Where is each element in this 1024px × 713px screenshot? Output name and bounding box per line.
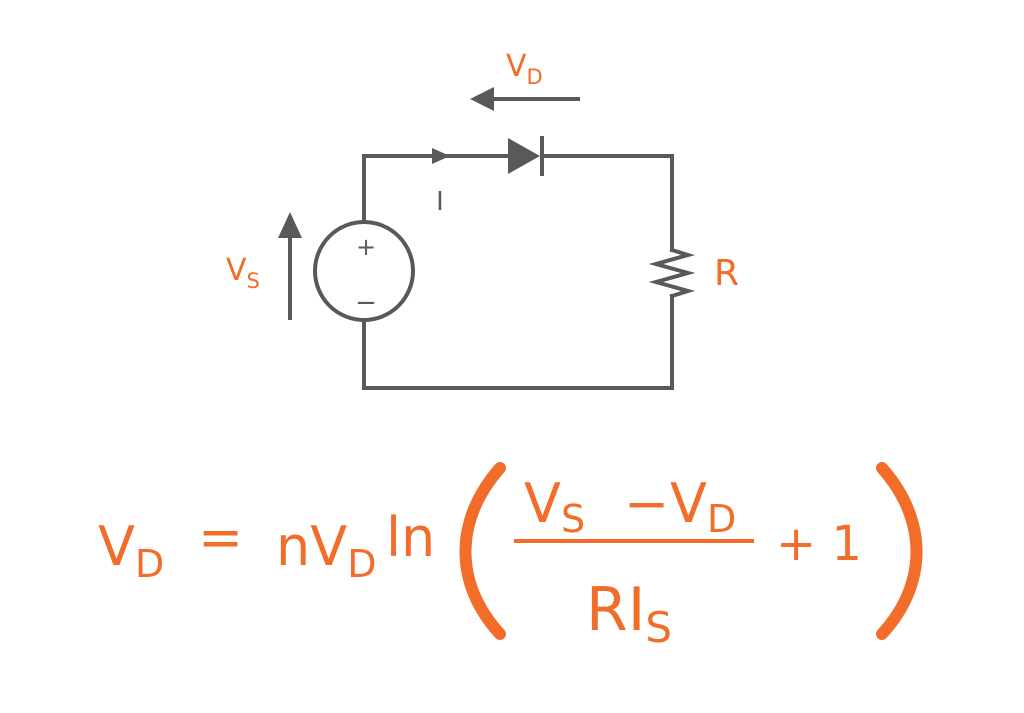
wire-top-left	[362, 154, 510, 224]
svg-text:VD: VD	[506, 49, 543, 89]
source-voltage-label-sub: S	[247, 269, 260, 293]
voltage-source-icon	[313, 220, 415, 322]
resistor-icon	[648, 247, 696, 299]
source-voltage-label-main: V	[226, 253, 247, 288]
equation-left-paren	[459, 462, 506, 640]
equation-vd-sub: D	[347, 542, 376, 586]
resistor-label: R	[714, 253, 739, 294]
equation-lhs-main: V	[98, 515, 135, 578]
source-plus-sign: +	[356, 233, 376, 261]
diode-voltage-label-main: V	[506, 49, 527, 84]
source-minus-sign: −	[355, 288, 377, 318]
equation-ln: ln	[386, 506, 435, 569]
svg-text:RIS: RIS	[586, 575, 672, 652]
equation-den-ri: RI	[586, 575, 645, 645]
equation-plus-one: + 1	[776, 516, 862, 572]
equation-num-vd-sub: D	[707, 497, 736, 541]
equation-den-sub: S	[645, 603, 672, 652]
svg-text:nVD: nVD	[276, 515, 376, 586]
wire-top-right	[542, 154, 674, 252]
equation-num-minus: −	[624, 472, 669, 535]
equation-equals: =	[198, 506, 243, 569]
source-voltage-label: VS	[226, 253, 260, 293]
svg-text:VS: VS	[226, 253, 260, 293]
svg-text:VD: VD	[670, 472, 736, 541]
diode-equation: VD = nVD ln VS − VD RIS + 1	[98, 462, 923, 652]
current-arrow-icon	[432, 148, 450, 164]
svg-text:VS: VS	[524, 472, 585, 541]
equation-n: n	[276, 515, 310, 578]
svg-text:VD: VD	[98, 515, 164, 586]
equation-num-vd-main: V	[670, 472, 707, 535]
equation-right-paren	[876, 462, 923, 640]
diode-voltage-label: VD	[506, 49, 543, 89]
equation-lhs-sub: D	[135, 542, 164, 586]
diode-voltage-arrow-icon	[470, 87, 580, 111]
source-voltage-arrow-icon	[278, 212, 302, 320]
diode-voltage-label-sub: D	[527, 65, 543, 89]
equation-num-vs-main: V	[524, 472, 561, 535]
equation-vd-main: V	[310, 515, 347, 578]
equation-num-vs-sub: S	[561, 497, 585, 541]
wire-right-bottom	[362, 294, 674, 390]
circuit: + −	[278, 87, 696, 390]
diode-icon	[508, 136, 544, 176]
current-label: I	[436, 187, 444, 217]
